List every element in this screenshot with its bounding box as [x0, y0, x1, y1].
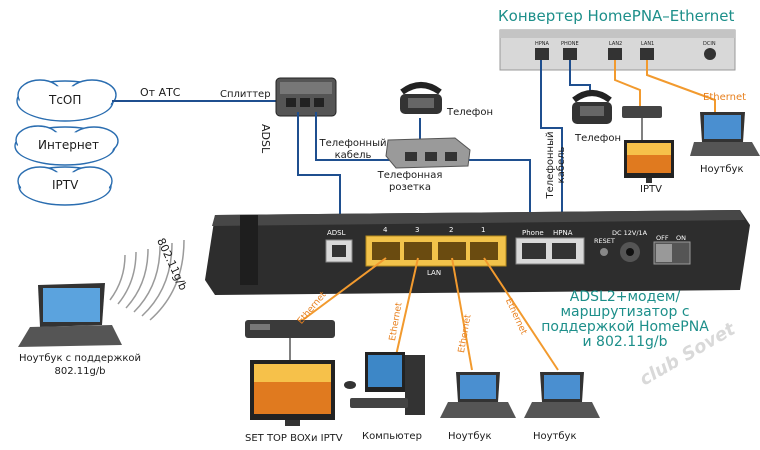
line-splitter-adsl — [297, 112, 341, 232]
modem-reset-label: RESET — [594, 237, 615, 245]
computer-label: Компьютер — [362, 431, 422, 442]
cloud-internet — [14, 125, 119, 166]
notebook-bottom-2-label: Ноутбук — [533, 431, 577, 442]
converter-port-hpna: HPNA — [535, 41, 550, 47]
phone-right-label: Телефон — [575, 133, 622, 144]
phone-right-device — [572, 90, 612, 124]
notebook-left-label: Ноутбук с поддержкой 802.11g/b — [18, 353, 141, 377]
modem-lan-label: LAN — [427, 269, 441, 277]
stb-bottom-device — [245, 320, 335, 338]
modem-on-label: ON — [676, 234, 686, 242]
modem-device — [205, 210, 750, 295]
notebook-bottom-1-label: Ноутбук — [448, 431, 492, 442]
modem-off-label: OFF — [656, 234, 669, 242]
converter-port-lan2: LAN2 — [609, 41, 622, 47]
cloud-iptv — [17, 166, 113, 206]
cloud-tsop-label: ТсОП — [49, 93, 82, 107]
notebook-left-device — [18, 283, 122, 347]
line-converter-lan2 — [614, 60, 641, 108]
iptv-right-label: IPTV — [640, 184, 662, 195]
phone-top-label: Телефон — [447, 107, 494, 118]
line-socket-phone-port — [455, 159, 531, 232]
modem-port-hpna: HPNA — [553, 229, 573, 237]
notebook-bottom-1-device — [440, 372, 516, 418]
line-converter-lan1 — [646, 60, 716, 112]
iptv-right-device — [622, 106, 674, 183]
notebook-right-label: Ноутбук — [700, 164, 744, 175]
notebook-right-device — [690, 112, 760, 156]
converter-port-lan1: LAN1 — [641, 41, 654, 47]
modem-port-1: 1 — [481, 226, 485, 234]
ot-atc-label: От АТС — [140, 86, 181, 99]
adsl-label: ADSL — [259, 124, 272, 154]
cloud-internet-label: Интернет — [38, 138, 100, 152]
ethernet-right-label: Ethernet — [703, 92, 747, 103]
converter-port-phone: PHONE — [561, 41, 579, 47]
modem-title: ADSL2+модем/ маршрутизатор с поддержкой … — [541, 289, 709, 350]
modem-port-3: 3 — [415, 226, 419, 234]
modem-port-2: 2 — [449, 226, 453, 234]
phone-top-device — [400, 82, 442, 114]
modem-port-phone: Phone — [522, 229, 544, 237]
splitter-label: Сплиттер — [220, 89, 271, 100]
cloud-iptv-label: IPTV — [52, 178, 79, 192]
phone-socket-device — [385, 137, 471, 169]
converter-port-dcin: DCIN — [703, 41, 716, 47]
notebook-bottom-2-device — [524, 372, 600, 418]
splitter-device — [275, 77, 337, 117]
converter-device — [499, 29, 736, 71]
wifi-waves — [109, 239, 185, 321]
stb-label: SET TOP BOX — [245, 433, 311, 444]
line-lan1-nb2 — [483, 257, 559, 371]
tv-bottom-device — [250, 360, 335, 426]
phone-cable-right-label: Телефонный кабель — [545, 131, 567, 199]
cloud-tsop — [16, 79, 117, 122]
iptv-bottom-label: и IPTV — [311, 433, 343, 444]
line-lan3-pc — [394, 257, 419, 361]
phone-cable-left-label: Телефонный кабель — [319, 138, 387, 161]
line-lan2-nb1 — [451, 257, 473, 371]
modem-port-4: 4 — [383, 226, 388, 234]
modem-dc-label: DC 12V/1A — [612, 229, 648, 237]
modem-port-adsl: ADSL — [327, 229, 346, 237]
line-lan4-stb — [299, 257, 387, 323]
computer-device — [344, 352, 425, 415]
converter-title: Конвертер HomePNA–Ethernet — [498, 7, 735, 25]
phone-socket-label: Телефонная розетка — [377, 170, 443, 193]
line-converter-hpna — [540, 60, 563, 232]
line-splitter-socket — [315, 112, 395, 161]
